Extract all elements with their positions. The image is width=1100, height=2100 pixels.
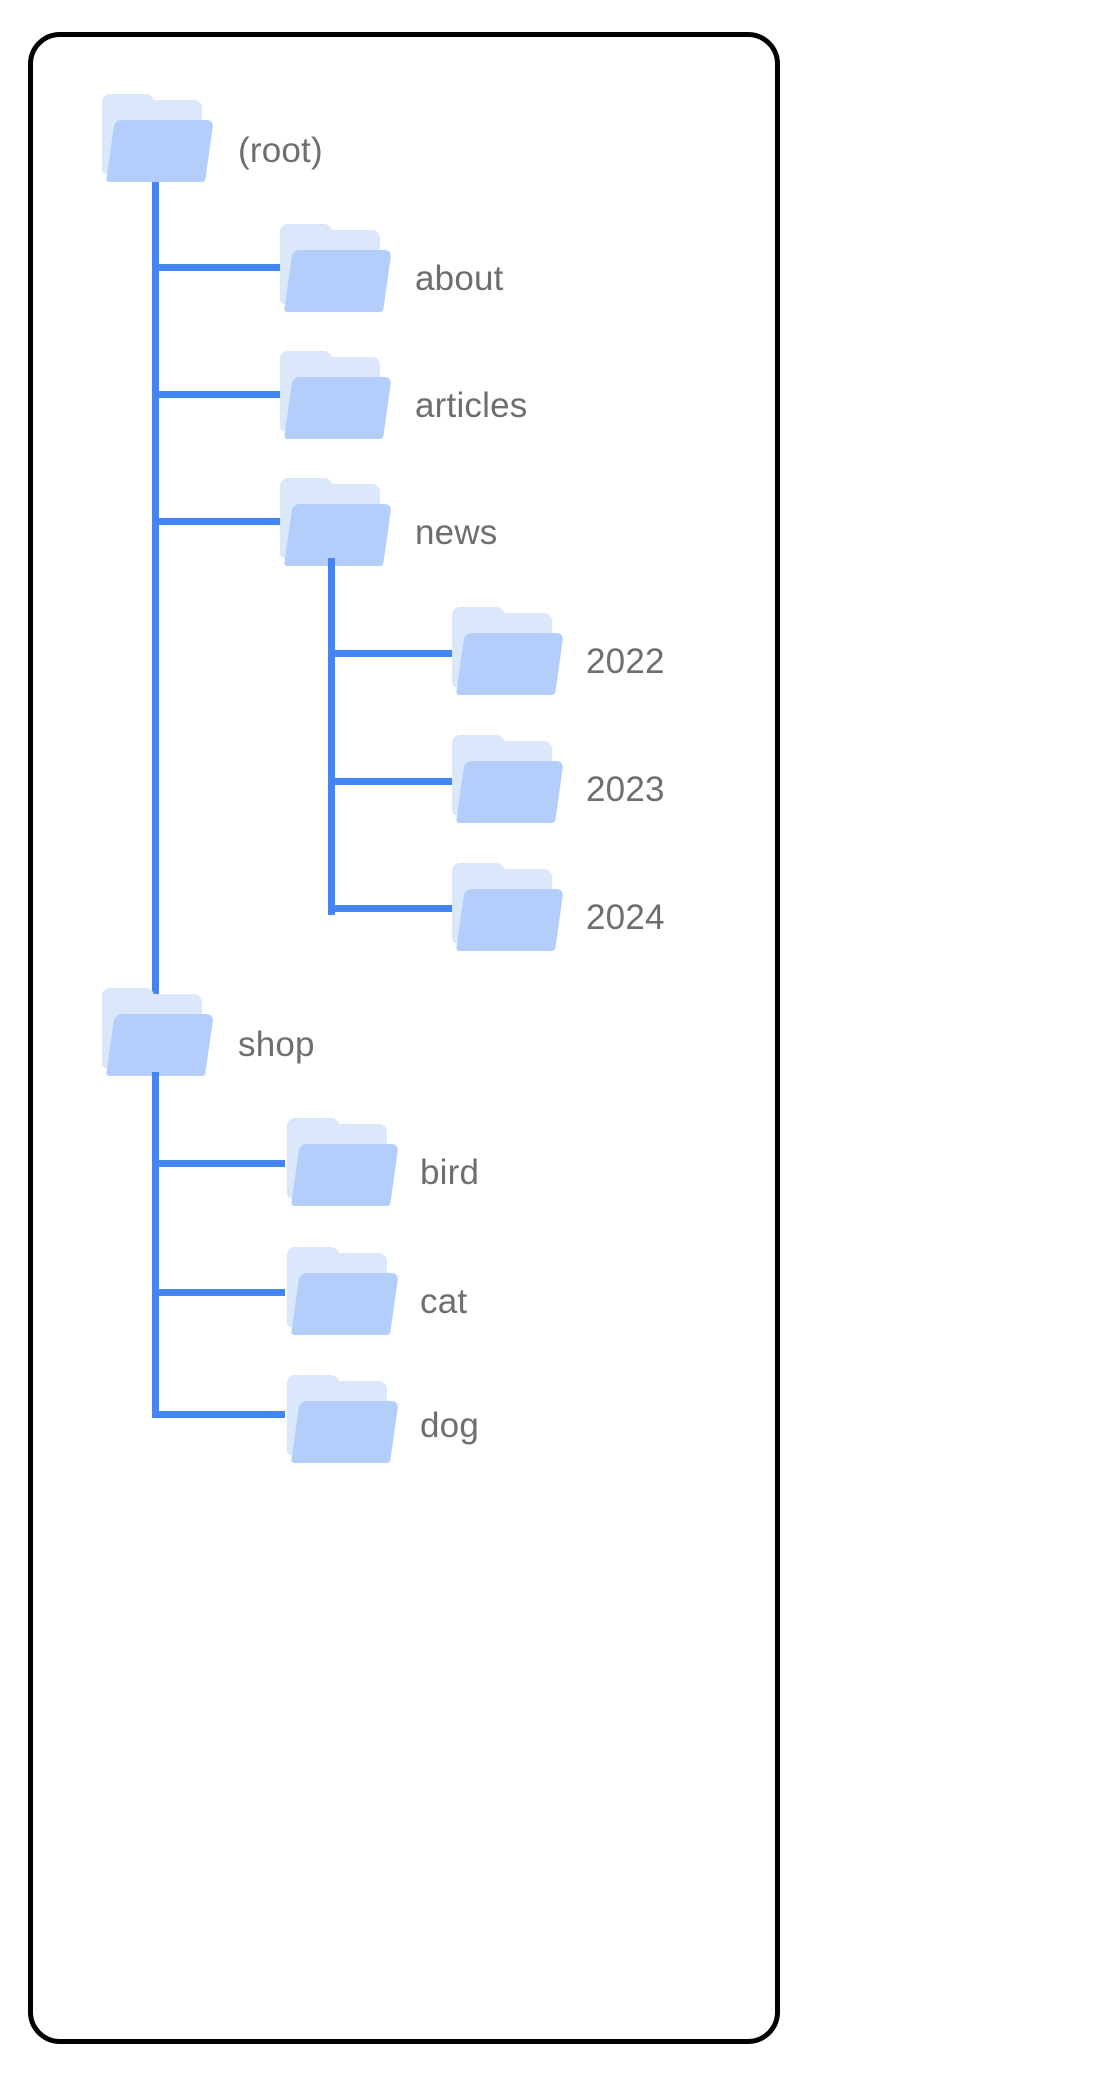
connector-root-news — [155, 518, 285, 525]
folder-front-icon — [291, 1273, 399, 1335]
connector-news-2024 — [328, 905, 461, 912]
connector-shop-cat — [155, 1289, 285, 1296]
node-label-2024: 2024 — [586, 898, 665, 937]
folder-front-icon — [291, 1401, 399, 1463]
connector-news-trunk — [328, 558, 335, 915]
folder-icon-news[interactable] — [278, 478, 392, 566]
folder-front-icon — [284, 377, 392, 439]
node-label-root: (root) — [238, 131, 323, 170]
node-label-shop: shop — [238, 1025, 315, 1064]
connector-shop-trunk — [152, 1072, 159, 1418]
folder-icon-cat[interactable] — [285, 1247, 399, 1335]
connector-root-trunk — [152, 178, 159, 1418]
node-label-2022: 2022 — [586, 642, 665, 681]
node-label-2023: 2023 — [586, 770, 665, 809]
folder-icon-dog[interactable] — [285, 1375, 399, 1463]
connector-shop-dog — [152, 1411, 285, 1418]
connector-news-2023 — [331, 778, 461, 785]
node-label-about: about — [415, 259, 504, 298]
folder-front-icon — [291, 1144, 399, 1206]
folder-front-icon — [456, 633, 564, 695]
folder-front-icon — [106, 1014, 214, 1076]
folder-front-icon — [284, 250, 392, 312]
folder-front-icon — [106, 120, 214, 182]
folder-icon-2024[interactable] — [450, 863, 564, 951]
connector-shop-bird — [155, 1160, 285, 1167]
connector-root-articles — [155, 391, 285, 398]
node-label-dog: dog — [420, 1406, 479, 1445]
folder-icon-2022[interactable] — [450, 607, 564, 695]
connector-root-about — [155, 264, 285, 271]
folder-icon-about[interactable] — [278, 224, 392, 312]
folder-icon-articles[interactable] — [278, 351, 392, 439]
connector-news-2022 — [331, 650, 461, 657]
node-label-bird: bird — [420, 1153, 480, 1192]
node-label-cat: cat — [420, 1282, 468, 1321]
folder-icon-shop[interactable] — [100, 988, 214, 1076]
folder-icon-bird[interactable] — [285, 1118, 399, 1206]
node-label-news: news — [415, 513, 498, 552]
folder-icon-2023[interactable] — [450, 735, 564, 823]
node-label-articles: articles — [415, 386, 528, 425]
folder-front-icon — [456, 889, 564, 951]
folder-icon-root[interactable] — [100, 94, 214, 182]
folder-front-icon — [284, 504, 392, 566]
folder-front-icon — [456, 761, 564, 823]
